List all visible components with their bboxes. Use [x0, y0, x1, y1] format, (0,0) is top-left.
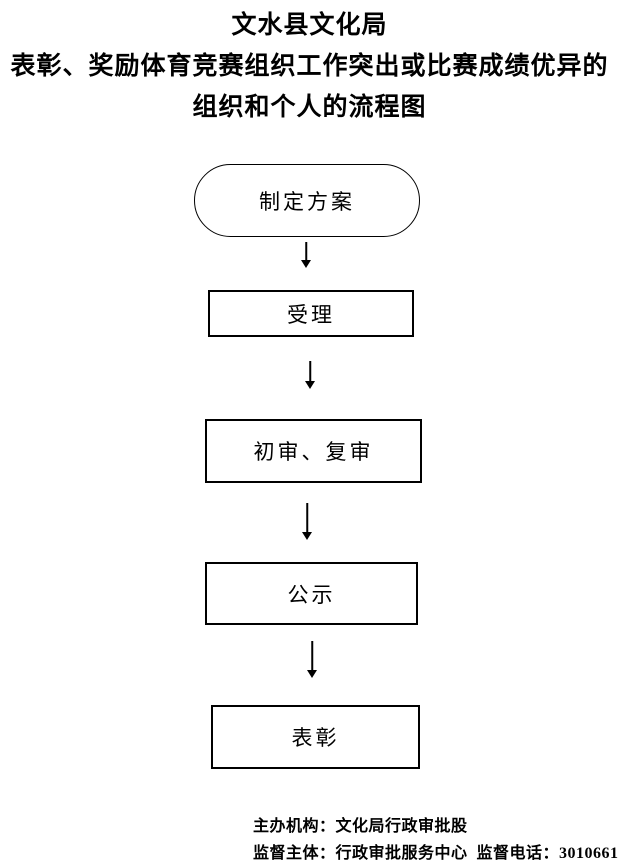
footer-phone-text: 监督电话：3010661: [476, 845, 619, 862]
flow-node-review: 初审、复审: [205, 419, 422, 483]
title-line-3: 组织和个人的流程图: [192, 94, 427, 121]
arrow-shaft: [309, 361, 311, 382]
flow-node-review-label: 初审、复审: [253, 440, 374, 464]
arrow-shaft: [305, 242, 307, 261]
flow-node-start: 制定方案: [194, 164, 420, 237]
flow-node-accept: 受理: [208, 290, 414, 337]
arrow-head: [301, 260, 311, 268]
down-arrow-icon: [301, 503, 313, 540]
down-arrow-icon: [304, 361, 316, 389]
flow-node-commendation-label: 表彰: [291, 726, 340, 750]
down-arrow-icon: [300, 242, 312, 268]
flow-node-accept-label: 受理: [287, 302, 335, 327]
footer-supervision-line: 监督主体：行政审批服务中心监督电话：3010661: [253, 839, 619, 863]
arrow-head: [305, 381, 315, 389]
flow-node-publicity-label: 公示: [287, 582, 336, 607]
down-arrow-icon: [306, 641, 318, 678]
flow-node-start-label: 制定方案: [259, 189, 355, 214]
title-line-2: 表彰、奖励体育竞赛组织工作突出或比赛成绩优异的: [10, 53, 609, 80]
arrow-shaft: [311, 641, 313, 671]
arrow-head: [307, 670, 317, 678]
flow-node-publicity: 公示: [205, 562, 418, 625]
arrow-head: [302, 532, 312, 540]
flow-node-commendation: 表彰: [211, 705, 420, 769]
footer-supervisor-text: 监督主体：行政审批服务中心: [253, 845, 468, 862]
title-line-1: 文水县文化局: [231, 12, 388, 39]
footer-host-text: 主办机构：文化局行政审批股: [253, 818, 468, 835]
arrow-shaft: [306, 503, 308, 533]
page-title: 文水县文化局 表彰、奖励体育竞赛组织工作突出或比赛成绩优异的 组织和个人的流程图: [0, 5, 619, 128]
footer-host-line: 主办机构：文化局行政审批股: [253, 812, 468, 836]
